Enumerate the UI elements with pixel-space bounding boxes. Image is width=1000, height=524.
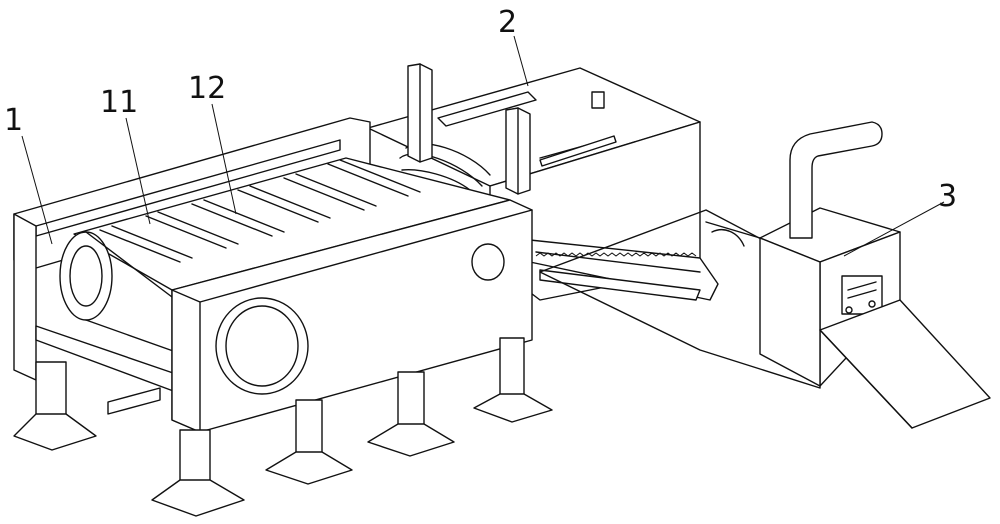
drive-motor xyxy=(216,298,308,394)
guide-post-left xyxy=(408,64,432,162)
nozzle xyxy=(592,92,604,108)
leg-front-mid xyxy=(152,430,244,516)
label-3: 3 xyxy=(938,179,957,214)
label-11: 11 xyxy=(100,85,138,120)
label-2: 2 xyxy=(498,5,517,40)
leg-mid-1 xyxy=(266,400,352,484)
leg-mid-2 xyxy=(368,372,454,456)
cross-brace xyxy=(108,388,160,414)
label-1: 1 xyxy=(4,103,23,138)
label-12: 12 xyxy=(188,71,226,106)
component-3-outlet xyxy=(760,122,990,428)
guide-post-right xyxy=(506,108,530,194)
side-port xyxy=(472,244,504,280)
